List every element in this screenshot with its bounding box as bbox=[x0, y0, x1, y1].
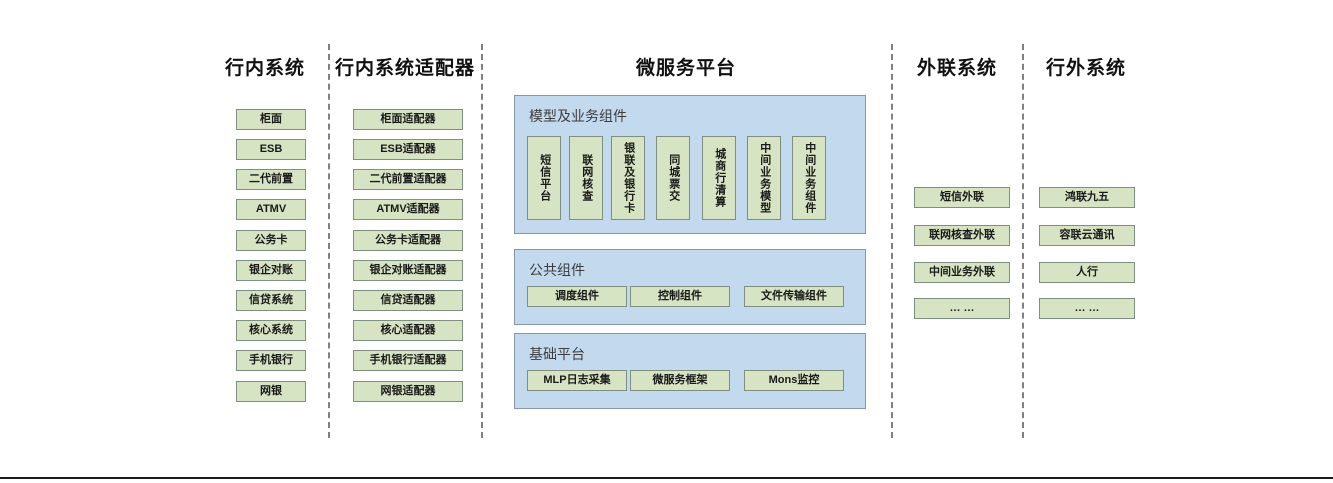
box-internal-adapter-3[interactable]: ATMV适配器 bbox=[353, 199, 463, 220]
box-internal-system-8[interactable]: 手机银行 bbox=[236, 350, 306, 371]
box-internal-adapter-5[interactable]: 银企对账适配器 bbox=[353, 260, 463, 281]
panel-title-public-components: 公共组件 bbox=[529, 262, 585, 278]
divider-3 bbox=[891, 44, 893, 438]
column-header-internal-systems: 行内系统 bbox=[224, 58, 305, 79]
column-header-external-link-systems: 外联系统 bbox=[916, 58, 997, 79]
box-model-component-3-label: 同城票交 bbox=[667, 154, 680, 202]
box-internal-adapter-6[interactable]: 信贷适配器 bbox=[353, 290, 463, 311]
box-model-component-2[interactable]: 银联及银行卡 bbox=[611, 136, 645, 220]
box-model-component-4-label: 城商行清算 bbox=[713, 148, 726, 208]
box-base-platform-2[interactable]: Mons监控 bbox=[744, 370, 844, 391]
box-internal-system-5[interactable]: 银企对账 bbox=[236, 260, 306, 281]
column-header-microservice-platform: 微服务平台 bbox=[635, 58, 736, 79]
bottom-separator bbox=[0, 477, 1333, 479]
box-internal-adapter-8[interactable]: 手机银行适配器 bbox=[353, 350, 463, 371]
panel-title-base-platform: 基础平台 bbox=[529, 346, 585, 362]
box-model-component-6-label: 中间业务组件 bbox=[803, 142, 816, 214]
box-outside-bank-0[interactable]: 鸿联九五 bbox=[1039, 187, 1135, 208]
column-header-outside-bank-systems: 行外系统 bbox=[1045, 58, 1126, 79]
box-model-component-2-label: 银联及银行卡 bbox=[622, 142, 635, 214]
box-model-component-5-label: 中间业务模型 bbox=[758, 142, 771, 214]
box-internal-system-3[interactable]: ATMV bbox=[236, 199, 306, 220]
box-internal-adapter-9[interactable]: 网银适配器 bbox=[353, 381, 463, 402]
box-public-component-1[interactable]: 控制组件 bbox=[630, 286, 730, 307]
box-base-platform-1[interactable]: 微服务框架 bbox=[630, 370, 730, 391]
box-internal-adapter-0[interactable]: 柜面适配器 bbox=[353, 109, 463, 130]
box-internal-adapter-7[interactable]: 核心适配器 bbox=[353, 320, 463, 341]
box-outside-bank-2[interactable]: 人行 bbox=[1039, 262, 1135, 283]
box-base-platform-0[interactable]: MLP日志采集 bbox=[527, 370, 627, 391]
box-internal-adapter-1[interactable]: ESB适配器 bbox=[353, 139, 463, 160]
box-internal-system-9[interactable]: 网银 bbox=[236, 381, 306, 402]
box-internal-adapter-2[interactable]: 二代前置适配器 bbox=[353, 169, 463, 190]
box-internal-system-0[interactable]: 柜面 bbox=[236, 109, 306, 130]
panel-title-model-business-components: 模型及业务组件 bbox=[529, 108, 627, 124]
box-model-component-1-label: 联网核查 bbox=[580, 154, 593, 202]
box-model-component-0-label: 短信平台 bbox=[538, 154, 551, 202]
divider-1 bbox=[328, 44, 330, 438]
box-internal-system-6[interactable]: 信贷系统 bbox=[236, 290, 306, 311]
box-public-component-2[interactable]: 文件传输组件 bbox=[744, 286, 844, 307]
box-internal-system-2[interactable]: 二代前置 bbox=[236, 169, 306, 190]
divider-2 bbox=[481, 44, 483, 438]
box-external-link-1[interactable]: 联网核查外联 bbox=[914, 225, 1010, 246]
box-external-link-3[interactable]: … … bbox=[914, 298, 1010, 319]
box-external-link-2[interactable]: 中间业务外联 bbox=[914, 262, 1010, 283]
box-outside-bank-1[interactable]: 容联云通讯 bbox=[1039, 225, 1135, 246]
box-public-component-0[interactable]: 调度组件 bbox=[527, 286, 627, 307]
box-internal-system-4[interactable]: 公务卡 bbox=[236, 230, 306, 251]
box-model-component-0[interactable]: 短信平台 bbox=[527, 136, 561, 220]
box-external-link-0[interactable]: 短信外联 bbox=[914, 187, 1010, 208]
column-header-internal-system-adapters: 行内系统适配器 bbox=[334, 58, 475, 79]
box-model-component-6[interactable]: 中间业务组件 bbox=[792, 136, 826, 220]
divider-4 bbox=[1022, 44, 1024, 438]
box-model-component-3[interactable]: 同城票交 bbox=[656, 136, 690, 220]
box-internal-system-1[interactable]: ESB bbox=[236, 139, 306, 160]
box-model-component-1[interactable]: 联网核查 bbox=[569, 136, 603, 220]
box-model-component-4[interactable]: 城商行清算 bbox=[702, 136, 736, 220]
box-outside-bank-3[interactable]: … … bbox=[1039, 298, 1135, 319]
box-model-component-5[interactable]: 中间业务模型 bbox=[747, 136, 781, 220]
box-internal-system-7[interactable]: 核心系统 bbox=[236, 320, 306, 341]
box-internal-adapter-4[interactable]: 公务卡适配器 bbox=[353, 230, 463, 251]
